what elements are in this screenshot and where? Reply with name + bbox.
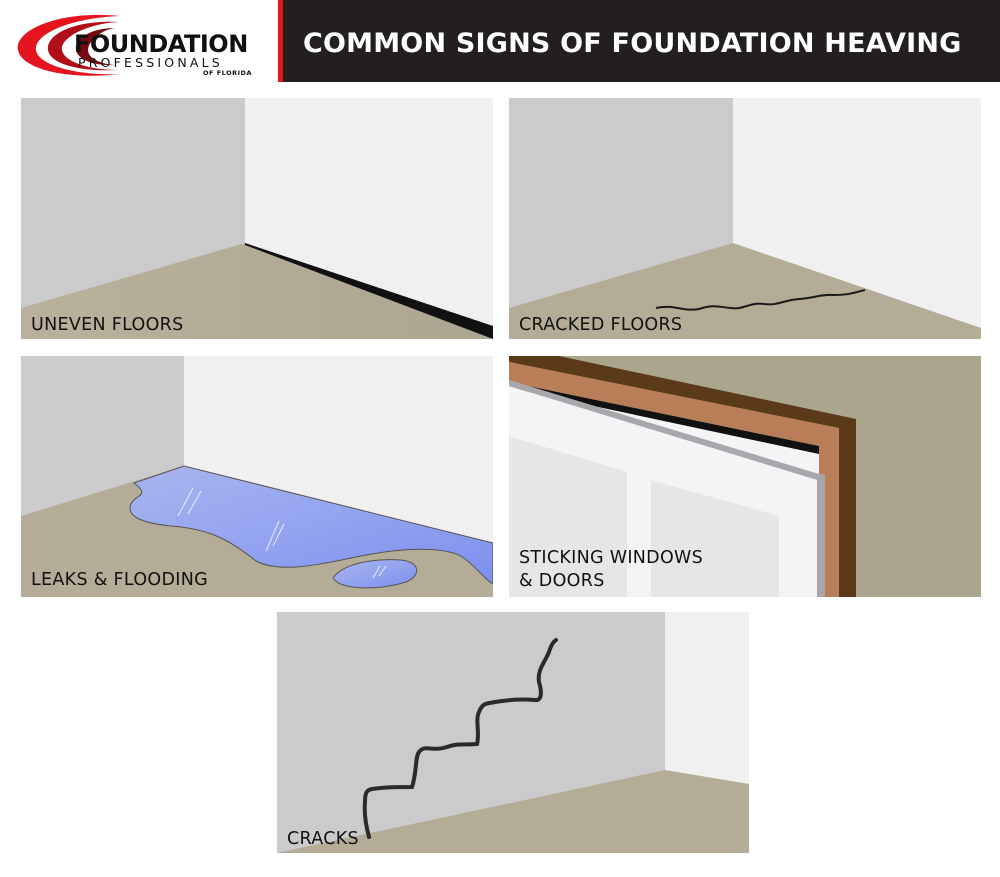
- header-bar: [278, 0, 1000, 82]
- panel-label: LEAKS & FLOODING: [31, 570, 208, 590]
- wall-crack-illustration: [277, 612, 749, 853]
- panel-leaks-flooding: LEAKS & FLOODING: [21, 356, 493, 597]
- brand-logo: FOUNDATION PROFESSIONALS OF FLORIDA: [0, 0, 278, 82]
- header-accent-stripe: [278, 0, 283, 82]
- water-leak-illustration: [21, 356, 493, 597]
- panel-cracked-floors: CRACKED FLOORS: [509, 98, 981, 339]
- logo-text-professionals: PROFESSIONALS: [78, 55, 223, 70]
- panel-uneven-floors: UNEVEN FLOORS: [21, 98, 493, 339]
- panel-label: UNEVEN FLOORS: [31, 315, 184, 335]
- panel-sticking-windows-doors: STICKING WINDOWS & DOORS: [509, 356, 981, 597]
- panel-cracks: CRACKS: [277, 612, 749, 853]
- page-title: COMMON SIGNS OF FOUNDATION HEAVING: [303, 28, 962, 59]
- logo-text-of-florida: OF FLORIDA: [203, 69, 252, 77]
- logo-text-foundation: FOUNDATION: [74, 30, 248, 58]
- window-frame-illustration: [509, 356, 981, 597]
- panel-label: CRACKS: [287, 829, 359, 849]
- logo-swoosh-icon: [17, 14, 120, 76]
- uneven-floor-illustration: [21, 98, 493, 339]
- panel-label-line2: & DOORS: [519, 571, 605, 591]
- cracked-floor-illustration: [509, 98, 981, 339]
- panel-label: CRACKED FLOORS: [519, 315, 683, 335]
- panel-label-line1: STICKING WINDOWS: [519, 548, 704, 568]
